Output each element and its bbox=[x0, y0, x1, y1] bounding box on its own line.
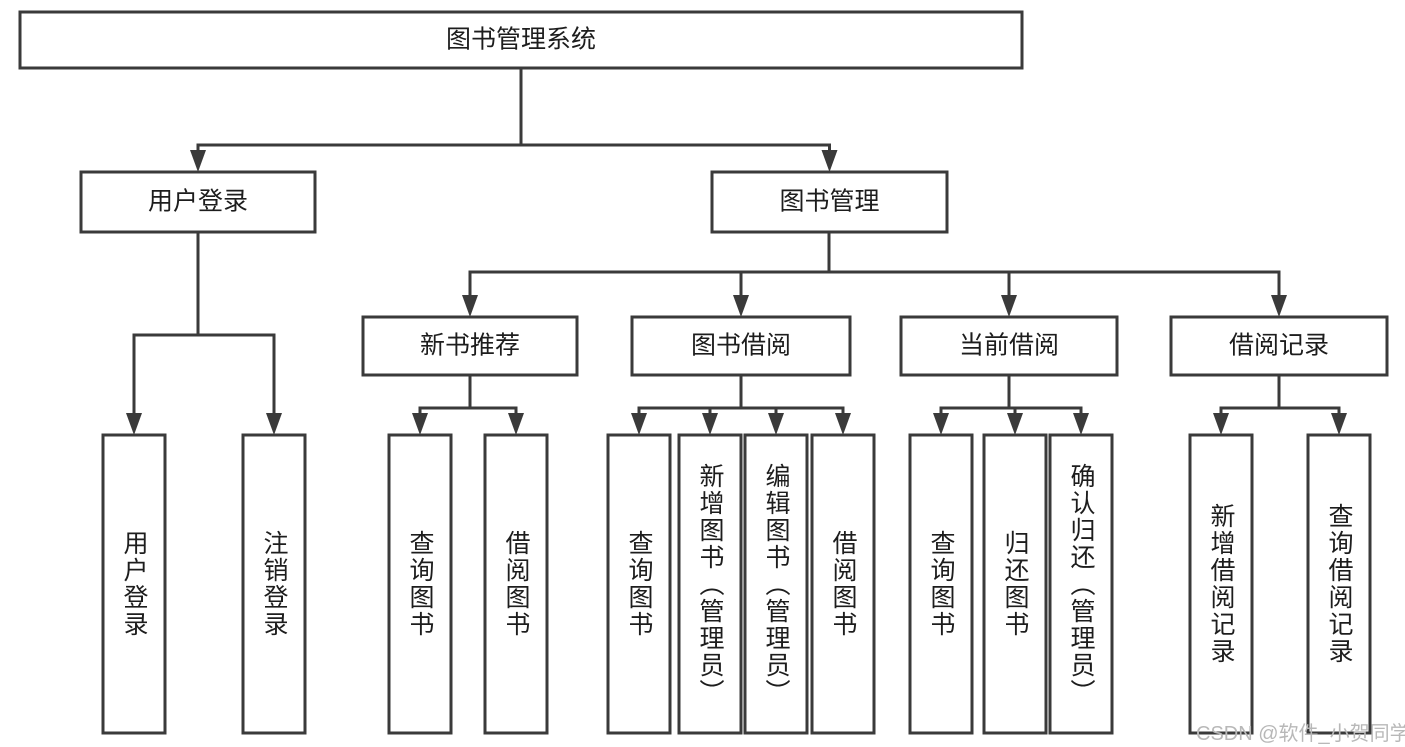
node-box-leaf-query-book-3[interactable] bbox=[908, 433, 974, 735]
node-box-book-borrow[interactable] bbox=[630, 315, 852, 377]
connector-group-user-login bbox=[126, 230, 282, 435]
node-box-leaf-borrow-book-1[interactable] bbox=[483, 433, 549, 735]
node-box-root[interactable] bbox=[18, 10, 1024, 70]
node-box-leaf-edit-book[interactable] bbox=[743, 433, 809, 735]
connector-group-root bbox=[190, 66, 838, 172]
arrow-head-icon bbox=[1001, 295, 1017, 317]
connector-group-current-borrow bbox=[933, 373, 1089, 435]
arrow-head-icon bbox=[462, 295, 478, 317]
node-box-current-borrow[interactable] bbox=[899, 315, 1119, 377]
arrow-head-icon bbox=[508, 413, 524, 435]
node-box-leaf-return-book[interactable] bbox=[982, 433, 1048, 735]
node-box-leaf-query-book-2[interactable] bbox=[606, 433, 672, 735]
connector-group-borrow-record bbox=[1213, 373, 1347, 435]
node-box-leaf-query-record[interactable] bbox=[1306, 433, 1372, 735]
node-box-leaf-add-book[interactable] bbox=[677, 433, 743, 735]
arrow-head-icon bbox=[702, 413, 718, 435]
node-box-user-login[interactable] bbox=[79, 170, 317, 234]
node-label-root: 图书管理系统 bbox=[446, 26, 596, 54]
arrow-head-icon bbox=[631, 413, 647, 435]
arrow-head-icon bbox=[126, 413, 142, 435]
node-box-leaf-query-book-1[interactable] bbox=[387, 433, 453, 735]
arrow-head-icon bbox=[1271, 295, 1287, 317]
connector-group-book-borrow bbox=[631, 373, 851, 435]
node-label-borrow-record: 借阅记录 bbox=[1229, 332, 1329, 360]
node-box-book-manage[interactable] bbox=[710, 170, 949, 234]
arrow-head-icon bbox=[733, 295, 749, 317]
arrow-head-icon bbox=[933, 413, 949, 435]
node-box-leaf-confirm-return[interactable] bbox=[1048, 433, 1114, 735]
node-label-new-book-rec: 新书推荐 bbox=[420, 332, 520, 360]
arrow-head-icon bbox=[768, 413, 784, 435]
node-label-current-borrow: 当前借阅 bbox=[959, 332, 1059, 360]
node-box-leaf-user-login[interactable] bbox=[101, 433, 167, 735]
arrow-head-icon bbox=[1331, 413, 1347, 435]
arrow-head-icon bbox=[190, 150, 206, 172]
connector-group-new-book-rec bbox=[412, 373, 524, 435]
arrow-head-icon bbox=[266, 413, 282, 435]
node-box-leaf-add-record[interactable] bbox=[1188, 433, 1254, 735]
arrow-head-icon bbox=[1213, 413, 1229, 435]
connector-group-book-manage bbox=[462, 230, 1287, 317]
arrow-head-icon bbox=[835, 413, 851, 435]
watermark-text: CSDN @软件_小贺同学 bbox=[1196, 723, 1405, 745]
node-box-leaf-borrow-book-2[interactable] bbox=[810, 433, 876, 735]
arrow-head-icon bbox=[412, 413, 428, 435]
node-label-user-login: 用户登录 bbox=[148, 188, 248, 216]
connector-layer bbox=[126, 66, 1347, 435]
node-box-new-book-rec[interactable] bbox=[361, 315, 579, 377]
node-box-borrow-record[interactable] bbox=[1169, 315, 1389, 377]
arrow-head-icon bbox=[821, 150, 838, 172]
arrow-head-icon bbox=[1073, 413, 1089, 435]
node-label-book-manage: 图书管理 bbox=[779, 188, 879, 216]
node-box-layer bbox=[18, 10, 1389, 735]
node-label-book-borrow: 图书借阅 bbox=[691, 332, 791, 360]
node-box-leaf-logout[interactable] bbox=[241, 433, 307, 735]
arrow-head-icon bbox=[1007, 413, 1023, 435]
